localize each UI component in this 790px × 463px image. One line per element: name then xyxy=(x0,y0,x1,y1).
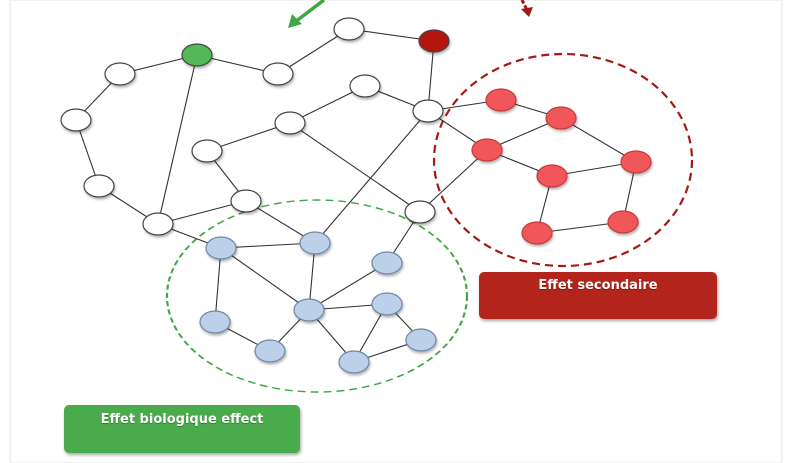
secondary-effect-label: Effet secondaire xyxy=(479,272,717,319)
edge xyxy=(157,54,198,225)
node xyxy=(333,17,365,41)
node xyxy=(181,43,213,67)
node xyxy=(521,221,553,245)
node xyxy=(104,62,136,86)
biological-effect-label: Effet biologique effect xyxy=(64,405,300,453)
node xyxy=(607,210,639,234)
node xyxy=(230,189,262,213)
effect-regions xyxy=(165,52,694,393)
edge xyxy=(427,40,435,112)
edge xyxy=(220,247,310,311)
secondary-effect-region xyxy=(432,52,694,268)
node xyxy=(60,108,92,132)
node xyxy=(418,29,450,53)
node xyxy=(371,251,403,275)
edge xyxy=(220,242,316,249)
node xyxy=(349,74,381,98)
edge xyxy=(214,247,222,323)
node xyxy=(620,150,652,174)
edge xyxy=(314,110,429,244)
node xyxy=(338,350,370,374)
node xyxy=(485,88,517,112)
node xyxy=(371,292,403,316)
node xyxy=(293,298,325,322)
node xyxy=(205,236,237,260)
green-arrow-head xyxy=(288,14,302,28)
node xyxy=(545,106,577,130)
node xyxy=(254,339,286,363)
node xyxy=(299,231,331,255)
biological-effect-region xyxy=(165,199,469,393)
arrows xyxy=(288,0,533,28)
frame-border xyxy=(9,0,783,463)
edge xyxy=(289,122,421,213)
node xyxy=(412,99,444,123)
node xyxy=(404,200,436,224)
node xyxy=(274,111,306,135)
node xyxy=(471,138,503,162)
node xyxy=(536,164,568,188)
node xyxy=(405,328,437,352)
node xyxy=(83,174,115,198)
node xyxy=(262,62,294,86)
edge xyxy=(560,117,637,163)
edge xyxy=(419,149,488,213)
node xyxy=(142,212,174,236)
nodes xyxy=(60,17,652,374)
node xyxy=(191,139,223,163)
edge xyxy=(308,262,388,311)
red-arrow-head xyxy=(521,7,533,17)
node xyxy=(199,310,231,334)
green-arrow-shaft xyxy=(293,0,326,24)
